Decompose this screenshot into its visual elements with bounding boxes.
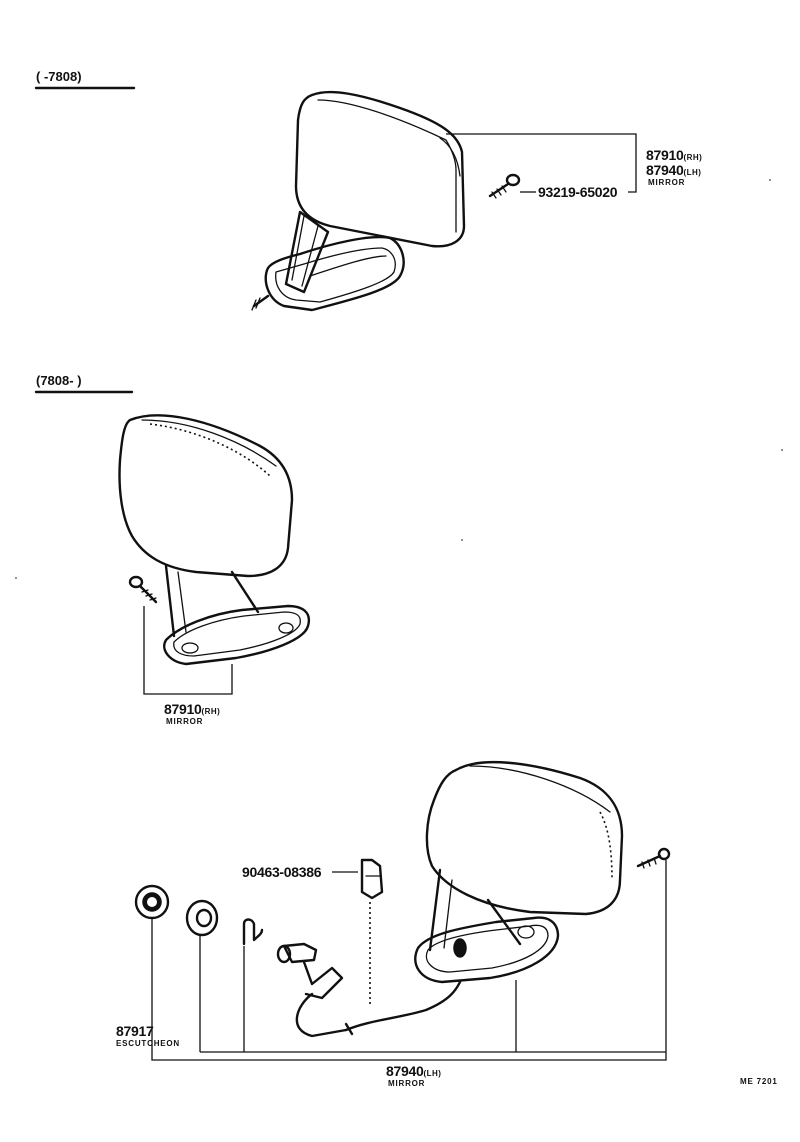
side-qualifier: (LH)	[683, 168, 702, 177]
wire-connector	[276, 942, 462, 1038]
figure-code: ME 7201	[740, 1077, 778, 1086]
bottom-leaders	[151, 860, 667, 1061]
washer	[185, 899, 219, 937]
mid-mirror-leader	[143, 606, 233, 695]
top-mirror-name: MIRROR	[648, 178, 686, 187]
mid-mirror-name: MIRROR	[166, 717, 204, 726]
escutcheon-name: ESCUTCHEON	[116, 1039, 181, 1048]
wire-clip	[242, 918, 264, 946]
bulb-socket	[360, 858, 384, 1006]
mid-mirror-assembly	[118, 414, 311, 666]
top-screw	[488, 173, 521, 199]
part-number: 87940	[646, 162, 684, 178]
top-mirror-rh-label: 87910(RH)	[646, 148, 702, 164]
top-mirror-assembly	[251, 90, 466, 312]
bulb-label: 90463-08386	[242, 864, 322, 880]
part-number: 87910	[164, 701, 202, 717]
bottom-screw	[636, 847, 671, 869]
top-screw-label: 93219-65020	[538, 184, 618, 200]
part-number: 87940	[386, 1063, 424, 1079]
section1-range: ( -7808)	[36, 69, 82, 84]
top-mirror-lh-label: 87940(LH)	[646, 163, 701, 179]
top-mirror-leader	[446, 133, 637, 193]
bottom-mirror-name: MIRROR	[388, 1079, 426, 1088]
escutcheon-nut	[134, 884, 170, 920]
side-qualifier: (LH)	[423, 1069, 442, 1078]
section2-range: (7808- )	[36, 373, 82, 388]
bottom-mirror-assembly	[414, 760, 624, 984]
escutcheon-part: 87917	[116, 1023, 154, 1039]
mid-mirror-label: 87910(RH)	[164, 702, 220, 718]
side-qualifier: (RH)	[201, 707, 221, 716]
mid-screw	[128, 575, 158, 604]
bottom-mirror-label: 87940(LH)	[386, 1064, 441, 1080]
side-qualifier: (RH)	[683, 153, 703, 162]
part-number: 87910	[646, 147, 684, 163]
